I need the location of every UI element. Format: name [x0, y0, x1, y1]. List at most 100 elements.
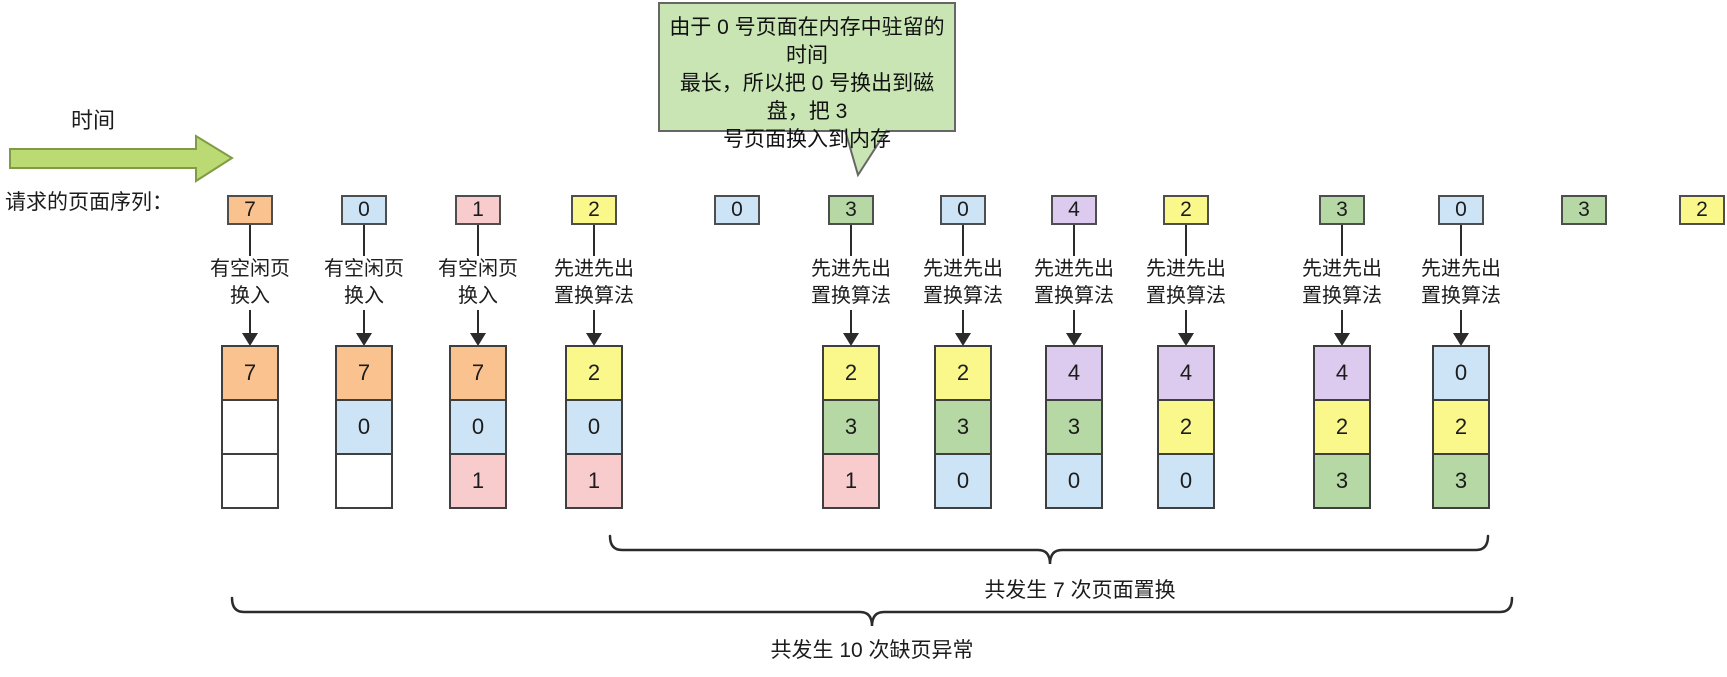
request-page-box: 4 [1051, 195, 1097, 225]
memory-frame-cell: 4 [1045, 345, 1103, 401]
down-arrow-head-icon [1178, 333, 1194, 346]
down-arrow-shaft [593, 310, 595, 334]
speech-bubble [658, 2, 956, 132]
free-frame-swap-in-label: 有空闲页 换入 [324, 258, 404, 307]
request-page-box: 3 [828, 195, 874, 225]
memory-frame-cell: 7 [449, 345, 507, 401]
memory-frame-cell: 0 [1157, 453, 1215, 509]
memory-frame-cell: 7 [335, 345, 393, 401]
memory-frame-cell: 3 [1432, 453, 1490, 509]
box-to-label-connector [1341, 224, 1343, 256]
memory-frame-cell: 2 [1157, 399, 1215, 455]
speech-bubble-tail-outline [844, 129, 888, 178]
box-to-label-connector [1073, 224, 1075, 256]
request-page-box: 1 [455, 195, 501, 225]
memory-frame-cell: 3 [1045, 399, 1103, 455]
down-arrow-head-icon [1453, 333, 1469, 346]
box-to-label-connector [477, 224, 479, 256]
box-to-label-connector [249, 224, 251, 256]
request-page-box: 3 [1561, 195, 1607, 225]
memory-frame-cell: 0 [934, 453, 992, 509]
memory-frame-empty [221, 453, 279, 509]
down-arrow-shaft [1341, 310, 1343, 334]
memory-frame-cell: 0 [449, 399, 507, 455]
box-to-label-connector [1460, 224, 1462, 256]
memory-frame-cell: 2 [934, 345, 992, 401]
memory-frame-cell: 0 [335, 399, 393, 455]
memory-frame-cell: 1 [449, 453, 507, 509]
memory-frame-cell: 1 [565, 453, 623, 509]
memory-frame-cell: 3 [822, 399, 880, 455]
down-arrow-head-icon [1334, 333, 1350, 346]
free-frame-swap-in-label: 有空闲页 换入 [210, 258, 290, 307]
down-arrow-shaft [249, 310, 251, 334]
down-arrow-head-icon [242, 333, 258, 346]
memory-frame-cell: 3 [934, 399, 992, 455]
box-to-label-connector [1185, 224, 1187, 256]
time-axis-label: 时间 [70, 108, 115, 133]
down-arrow-shaft [363, 310, 365, 334]
request-page-box: 7 [227, 195, 273, 225]
memory-frame-cell: 0 [1432, 345, 1490, 401]
memory-frame-cell: 4 [1157, 345, 1215, 401]
box-to-label-connector [593, 224, 595, 256]
fifo-replacement-label: 先进先出 置换算法 [1421, 258, 1501, 307]
down-arrow-head-icon [1066, 333, 1082, 346]
request-page-box: 2 [1679, 195, 1725, 225]
sequence-row-label: 请求的页面序列： [5, 191, 173, 214]
free-frame-swap-in-label: 有空闲页 换入 [438, 258, 518, 307]
fifo-replacement-label: 先进先出 置换算法 [923, 258, 1003, 307]
brace-replacements [608, 534, 1490, 565]
fifo-replacement-label: 先进先出 置换算法 [554, 258, 634, 307]
request-page-box: 2 [1163, 195, 1209, 225]
box-to-label-connector [850, 224, 852, 256]
memory-frame-cell: 2 [1313, 399, 1371, 455]
box-to-label-connector [363, 224, 365, 256]
time-arrow [9, 134, 234, 183]
memory-frame-cell: 2 [565, 345, 623, 401]
request-page-box: 0 [341, 195, 387, 225]
bubble-text: 由于 0 号页面在内存中驻留的时间 最长，所以把 0 号换出到磁盘，把 3 号页… [669, 16, 945, 151]
request-page-box: 0 [714, 195, 760, 225]
down-arrow-shaft [962, 310, 964, 334]
down-arrow-shaft [477, 310, 479, 334]
down-arrow-head-icon [586, 333, 602, 346]
memory-frame-cell: 1 [822, 453, 880, 509]
memory-frames-stack: 7 [221, 345, 279, 509]
memory-frame-cell: 0 [1045, 453, 1103, 509]
memory-frame-cell: 4 [1313, 345, 1371, 401]
box-to-label-connector [962, 224, 964, 256]
memory-frame-cell: 2 [1432, 399, 1490, 455]
fifo-replacement-label: 先进先出 置换算法 [1034, 258, 1114, 307]
down-arrow-head-icon [955, 333, 971, 346]
request-page-box: 2 [571, 195, 617, 225]
down-arrow-head-icon [470, 333, 486, 346]
fifo-replacement-label: 先进先出 置换算法 [1146, 258, 1226, 307]
request-page-box: 0 [940, 195, 986, 225]
memory-frame-empty [335, 453, 393, 509]
down-arrow-head-icon [356, 333, 372, 346]
down-arrow-shaft [1185, 310, 1187, 334]
request-page-box: 3 [1319, 195, 1365, 225]
memory-frame-cell: 0 [565, 399, 623, 455]
memory-frame-cell: 2 [822, 345, 880, 401]
brace-page-faults [230, 596, 1514, 627]
fifo-replacement-label: 先进先出 置换算法 [1302, 258, 1382, 307]
memory-frame-cell: 7 [221, 345, 279, 401]
down-arrow-head-icon [843, 333, 859, 346]
page-faults-count-label: 共发生 10 次缺页异常 [770, 639, 974, 662]
fifo-replacement-label: 先进先出 置换算法 [811, 258, 891, 307]
memory-frame-cell: 3 [1313, 453, 1371, 509]
down-arrow-shaft [850, 310, 852, 334]
